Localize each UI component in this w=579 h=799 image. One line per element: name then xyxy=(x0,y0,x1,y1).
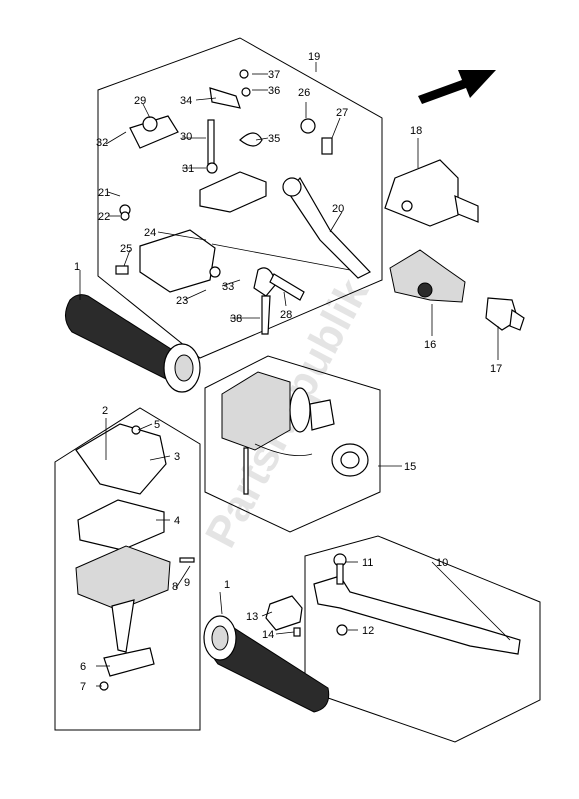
callout-14: 14 xyxy=(262,629,274,641)
callout-18: 18 xyxy=(410,125,422,137)
callout-38: 38 xyxy=(230,313,242,325)
grip-upper xyxy=(65,294,201,393)
callout-27: 27 xyxy=(336,107,348,119)
callout-34: 34 xyxy=(180,95,192,107)
callout-1-upper: 1 xyxy=(74,261,80,273)
leader-lines xyxy=(79,62,511,687)
callout-12: 12 xyxy=(362,625,374,637)
direction-arrow-icon xyxy=(418,70,496,104)
lever-bracket xyxy=(115,69,351,335)
callout-22: 22 xyxy=(98,211,110,223)
callout-5: 5 xyxy=(154,419,160,431)
callouts: 1 19 18 16 17 20 29 32 30 31 21 22 24 25… xyxy=(74,51,502,693)
callout-21: 21 xyxy=(98,187,110,199)
throttle-assembly xyxy=(389,249,525,331)
callout-23: 23 xyxy=(176,295,188,307)
callout-13: 13 xyxy=(246,611,258,623)
callout-15: 15 xyxy=(404,461,416,473)
callout-30: 30 xyxy=(180,131,192,143)
throttle-housing xyxy=(384,159,479,227)
callout-37: 37 xyxy=(268,69,280,81)
callout-11: 11 xyxy=(362,557,373,569)
callout-28: 28 xyxy=(280,309,292,321)
callout-25: 25 xyxy=(120,243,132,255)
callout-4: 4 xyxy=(174,515,180,527)
assembly-frame-2 xyxy=(54,407,201,731)
callout-9: 9 xyxy=(184,577,190,589)
callout-35: 35 xyxy=(268,133,280,145)
callout-33: 33 xyxy=(222,281,234,293)
callout-16: 16 xyxy=(424,339,436,351)
switch-housing xyxy=(75,423,195,691)
lever-upper xyxy=(282,176,371,279)
callout-26: 26 xyxy=(298,87,310,99)
callout-36: 36 xyxy=(268,85,280,97)
callout-32: 32 xyxy=(96,137,108,149)
callout-10: 10 xyxy=(436,557,448,569)
assembly-frame-15 xyxy=(204,355,381,533)
callout-31: 31 xyxy=(182,163,194,175)
callout-7: 7 xyxy=(80,681,86,693)
assembly-frame-19 xyxy=(97,37,383,359)
callout-1-lower: 1 xyxy=(224,579,230,591)
callout-6: 6 xyxy=(80,661,86,673)
callout-24: 24 xyxy=(144,227,156,239)
handlebar-switch xyxy=(221,371,369,495)
callout-2: 2 xyxy=(102,405,108,417)
lever-lower xyxy=(313,553,521,655)
callout-17: 17 xyxy=(490,363,502,375)
callout-3: 3 xyxy=(174,451,180,463)
grip-lower xyxy=(203,615,330,713)
switch-13 xyxy=(265,595,303,637)
callout-19: 19 xyxy=(308,51,320,63)
callout-8: 8 xyxy=(172,581,178,593)
callout-20: 20 xyxy=(332,203,344,215)
callout-29: 29 xyxy=(134,95,146,107)
